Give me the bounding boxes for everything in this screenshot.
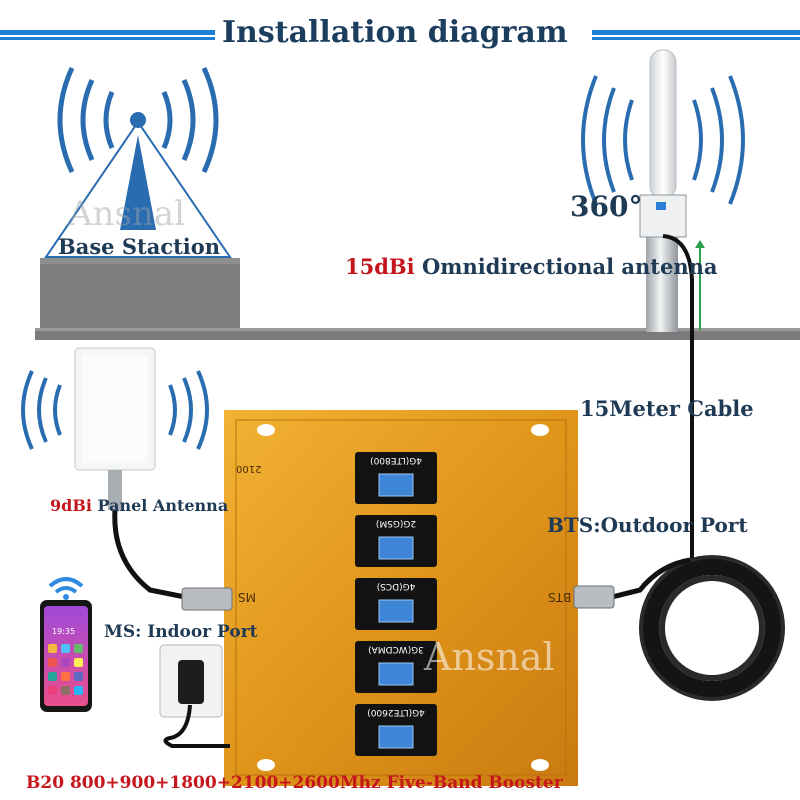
- page-title: Installation diagram: [222, 15, 568, 50]
- omni-gain: 15dBi: [345, 254, 415, 279]
- phone-icon: 19:35: [40, 577, 92, 712]
- antenna-angle-label: 360°: [570, 190, 643, 223]
- band-lcd: [378, 473, 414, 497]
- band-panel: 3G(WCDMA): [355, 641, 437, 693]
- phone-time: 19:35: [52, 627, 75, 636]
- title-rule: [0, 30, 800, 40]
- band-panel: 4G(LTE2600): [355, 704, 437, 756]
- roof-platform: [35, 258, 800, 340]
- panel-antenna-icon: [21, 347, 209, 601]
- band-panel: 4G(LTE800): [355, 452, 437, 504]
- base-station-label: Base Staction: [58, 234, 221, 259]
- band-panels: 4G(LTE800) 2G(GSM) 4G(DCS) 3G(WCDMA) 4G(LTE2…: [355, 452, 437, 756]
- indoor-port-label: MS: Indoor Port: [104, 622, 258, 642]
- outdoor-cable: [599, 234, 785, 701]
- panel-gain: 9dBi: [50, 496, 92, 515]
- phone-app-icon: [74, 672, 83, 681]
- band-label: 4G(LTE800): [370, 455, 422, 465]
- booster-ms-label: MS: [238, 590, 256, 604]
- phone-app-icon: [61, 658, 70, 667]
- phone-app-icon: [48, 686, 57, 695]
- band-lcd: [378, 725, 414, 749]
- omni-antenna-icon: [581, 49, 745, 332]
- phone-app-icon: [48, 644, 57, 653]
- power-adapter-icon: [159, 644, 230, 748]
- band-label: 4G(DCS): [377, 581, 416, 591]
- watermark-top: Ansnal: [67, 194, 185, 234]
- outdoor-port-label: BTS:Outdoor Port: [547, 513, 748, 537]
- panel-name: Panel Antenna: [97, 496, 229, 515]
- omni-name: Omnidirectional antenna: [421, 254, 718, 279]
- booster-model-label: B20 800+900+1800+2100+2600Mhz Five-Band …: [26, 773, 563, 793]
- phone-app-icon: [48, 672, 57, 681]
- tower-icon: [44, 66, 232, 258]
- band-lcd: [378, 599, 414, 623]
- phone-app-icon: [48, 658, 57, 667]
- phone-app-icon: [74, 644, 83, 653]
- band-label: 4G(LTE2600): [367, 707, 425, 717]
- phone-app-icon: [61, 686, 70, 695]
- band-label: 2G(GSM): [376, 518, 416, 528]
- phone-app-icon: [61, 644, 70, 653]
- phone-app-icon: [74, 658, 83, 667]
- booster-top-label: 2100: [236, 463, 262, 474]
- band-panel: 2G(GSM): [355, 515, 437, 567]
- band-label: 3G(WCDMA): [368, 644, 424, 654]
- band-lcd: [378, 536, 414, 560]
- phone-app-icon: [61, 672, 70, 681]
- booster-bts-label: BTS: [548, 590, 572, 604]
- watermark-center: Ansnal: [423, 635, 555, 679]
- omni-antenna-label: 15dBi Omnidirectional antenna: [345, 256, 718, 277]
- cable-label: 15Meter Cable: [580, 396, 754, 421]
- phone-app-icon: [74, 686, 83, 695]
- band-panel: 4G(DCS): [355, 578, 437, 630]
- band-lcd: [378, 662, 414, 686]
- panel-antenna-label: 9dBi Panel Antenna: [50, 498, 228, 514]
